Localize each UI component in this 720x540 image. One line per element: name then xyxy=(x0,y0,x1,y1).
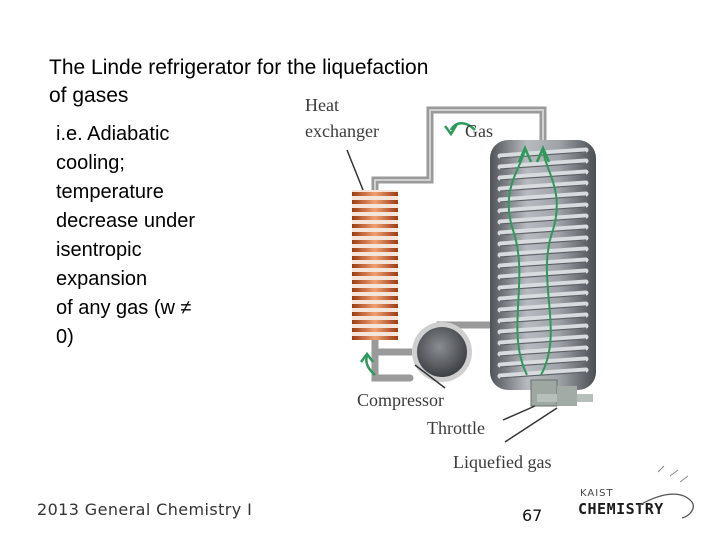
vessel-coil-shadow xyxy=(499,261,587,269)
body-line: isentropic xyxy=(56,239,142,261)
vessel-coil-shadow xyxy=(499,371,587,379)
vessel-coil-turn xyxy=(497,345,589,357)
vessel-coil-turn xyxy=(497,257,589,269)
body-line: 0) xyxy=(56,326,74,348)
vessel-coil-turn xyxy=(497,180,589,192)
footer-course: 2013 General Chemistry I xyxy=(37,500,253,519)
coil-bar xyxy=(352,328,398,332)
vessel-coil-turn xyxy=(497,290,589,302)
body-line: of any gas (w ≠ xyxy=(56,297,192,319)
page-number: 67 xyxy=(522,506,543,525)
vessel-coil-shadow xyxy=(499,305,587,313)
title-line-2: of gases xyxy=(49,84,129,107)
vessel-coil-shadow xyxy=(499,272,587,280)
vessel-coil-shadow xyxy=(499,217,587,225)
label-throttle: Throttle xyxy=(427,418,485,438)
vessel-coil-shadow xyxy=(499,294,587,302)
logo-line-2: CHEMISTRY xyxy=(578,500,664,518)
body-line: i.e. Adiabatic xyxy=(56,123,170,145)
body-line: decrease under xyxy=(56,210,195,232)
coil-bar xyxy=(352,232,398,236)
slide-title: The Linde refrigerator for the liquefact… xyxy=(49,54,609,110)
coil-bar xyxy=(352,280,398,284)
vessel-coil-shadow xyxy=(499,162,587,170)
vessel-coil-shadow xyxy=(499,327,587,335)
label-exchanger: exchanger xyxy=(305,121,379,141)
vessel-coil-turn xyxy=(497,191,589,203)
vessel-coil-turn xyxy=(497,213,589,225)
vessel-coil-shadow xyxy=(499,239,587,247)
label-liquefied-gas: Liquefied gas xyxy=(453,452,551,472)
label-heat: Heat xyxy=(305,95,339,115)
vessel-coil-shadow xyxy=(499,316,587,324)
vessel-coil-turn xyxy=(497,334,589,346)
coil-bar xyxy=(352,312,398,316)
vessel-coil-turn xyxy=(497,202,589,214)
vessel-coil-shadow xyxy=(499,338,587,346)
vessel-coil-turn xyxy=(497,279,589,291)
logo-line-1: KAIST xyxy=(580,488,614,499)
vessel-coil-shadow xyxy=(499,206,587,214)
label-gas: Gas xyxy=(465,121,493,141)
vessel-coil-turn xyxy=(497,356,589,368)
body-line: cooling; xyxy=(56,152,125,174)
coil-bar xyxy=(352,216,398,220)
vessel-coil-turn xyxy=(497,246,589,258)
coil-bar xyxy=(352,256,398,260)
vessel-coil-shadow xyxy=(499,283,587,291)
vessel-coil-shadow xyxy=(499,360,587,368)
vessel-coil-turn xyxy=(497,301,589,313)
heat-exchanger-coil xyxy=(352,190,398,340)
coil-bar xyxy=(352,288,398,292)
linde-refrigerator-diagram: Heat exchanger Gas Compressor Throttle L… xyxy=(305,95,596,472)
coil-bar xyxy=(352,296,398,300)
vessel-coil-turn xyxy=(497,268,589,280)
vessel-coil-turn xyxy=(497,323,589,335)
coil-bar xyxy=(352,320,398,324)
throttle xyxy=(530,379,593,407)
vessel-coil-turn xyxy=(497,312,589,324)
title-line-1: The Linde refrigerator for the liquefact… xyxy=(49,56,429,79)
body-text: i.e. Adiabatic cooling; temperature decr… xyxy=(56,120,256,352)
body-line: temperature xyxy=(56,181,164,203)
coil-bar xyxy=(352,336,398,340)
leader-lines xyxy=(346,149,558,443)
coil-bar xyxy=(352,192,398,196)
coil-bar xyxy=(352,240,398,244)
vessel-coil-turn xyxy=(497,158,589,170)
vessel-coil-shadow xyxy=(499,349,587,357)
coil-bar xyxy=(352,272,398,276)
coil-bar xyxy=(352,304,398,308)
coil-bar xyxy=(352,200,398,204)
vessel-coil-shadow xyxy=(499,250,587,258)
vessel-coil-shadow xyxy=(499,195,587,203)
coil-bar xyxy=(352,248,398,252)
coil-bar xyxy=(352,208,398,212)
vessel xyxy=(490,140,596,390)
flow-arrows xyxy=(360,122,476,376)
kaist-chemistry-logo: KAIST CHEMISTRY xyxy=(578,465,694,519)
coil-bar xyxy=(352,224,398,228)
body-line: expansion xyxy=(56,268,148,290)
vessel-coil-turn xyxy=(497,235,589,247)
compressor xyxy=(375,322,472,382)
vessel-coil-shadow xyxy=(499,184,587,192)
coil-bar xyxy=(352,264,398,268)
label-compressor: Compressor xyxy=(357,390,444,410)
